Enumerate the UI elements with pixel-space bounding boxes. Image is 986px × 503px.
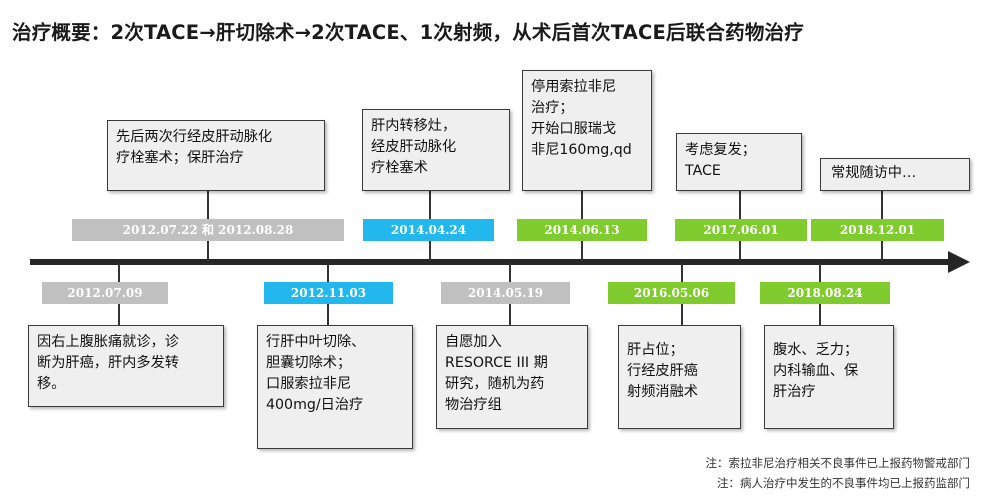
event-date-label: 2014.06.13 (517, 219, 647, 241)
event-box: 肝占位； 行经皮肝癌 射频消融术 (618, 325, 741, 429)
event-box-line: 腹水、乏力； (773, 342, 859, 358)
event-date-label: 2016.05.06 (608, 282, 735, 304)
event-box: 常规随访中… (820, 158, 970, 191)
event-box-line: 射频消融术 (627, 384, 698, 400)
event-date-label: 2012.11.03 (264, 282, 393, 304)
timeline-arrowhead (948, 251, 970, 273)
event-box-line: 行经皮肝癌 (627, 363, 698, 379)
event-box-line: 经皮肝动脉化 (371, 139, 457, 155)
event-box-line: 断为肝癌，肝内多发转 (37, 355, 179, 371)
event-box-line: 疗栓塞术；保肝治疗 (116, 150, 244, 166)
event-date-label: 2014.05.19 (441, 282, 570, 304)
event-box-line: 开始口服瑞戈 (531, 121, 617, 137)
event-date-label: 2012.07.09 (42, 282, 168, 304)
event-box-line: 疗栓塞术 (371, 160, 428, 176)
event-box-line: 停用索拉非尼 (531, 79, 617, 95)
event-box-line: 口服索拉非尼 (266, 376, 352, 392)
event-box-line: 考虑复发； (685, 142, 756, 158)
event-box-line: 常规随访中… (831, 165, 917, 181)
event-box-line: 研究，随机为药 (445, 376, 545, 392)
event-box: 考虑复发； TACE (676, 133, 802, 191)
event-box-line: 非尼160mg,qd (531, 142, 632, 158)
event-box-line: 肝内转移灶， (371, 118, 457, 134)
event-date-label: 2017.06.01 (675, 219, 807, 241)
event-date-label: 2018.12.01 (811, 219, 944, 241)
event-box: 停用索拉非尼 治疗； 开始口服瑞戈 非尼160mg,qd (522, 70, 652, 191)
event-box: 行肝中叶切除、 胆囊切除术； 口服索拉非尼 400mg/日治疗 (257, 325, 413, 449)
timeline-axis (30, 259, 952, 265)
event-box-line: 治疗； (531, 100, 574, 116)
event-box-line: 自愿加入 (445, 334, 502, 350)
event-box-line: 400mg/日治疗 (266, 397, 364, 413)
event-box-line: 物治疗组 (445, 397, 502, 413)
footnote: 注：病人治疗中发生的不良事件均已上报药监部门 (717, 476, 970, 490)
event-box: 先后两次行经皮肝动脉化 疗栓塞术；保肝治疗 (107, 120, 325, 191)
diagram-title: 治疗概要：2次TACE→肝切除术→2次TACE、1次射频，从术后首次TACE后联… (12, 21, 804, 44)
event-box-line: 内科输血、保 (773, 363, 859, 379)
event-date-label: 2014.04.24 (363, 219, 494, 241)
event-box-line: TACE (685, 163, 721, 179)
event-box: 肝内转移灶， 经皮肝动脉化 疗栓塞术 (362, 109, 510, 191)
event-box-line: 移。 (37, 376, 66, 392)
event-box-line: 行肝中叶切除、 (266, 334, 366, 350)
event-box-line: 肝治疗 (773, 384, 816, 400)
event-date-label: 2012.07.22 和 2012.08.28 (72, 219, 344, 241)
event-box: 因右上腹胀痛就诊，诊 断为肝癌，肝内多发转 移。 (28, 325, 224, 407)
footnote: 注：索拉非尼治疗相关不良事件已上报药物警戒部门 (705, 456, 971, 470)
event-box-line: 胆囊切除术； (266, 355, 352, 371)
event-box: 自愿加入 RESORCE III 期 研究，随机为药 物治疗组 (436, 325, 588, 429)
event-box: 腹水、乏力； 内科输血、保 肝治疗 (764, 325, 894, 429)
event-box-line: RESORCE III 期 (445, 355, 548, 371)
event-date-label: 2018.08.24 (760, 282, 890, 304)
event-box-line: 因右上腹胀痛就诊，诊 (37, 334, 179, 350)
event-box-line: 先后两次行经皮肝动脉化 (116, 129, 273, 145)
event-box-line: 肝占位； (627, 342, 684, 358)
